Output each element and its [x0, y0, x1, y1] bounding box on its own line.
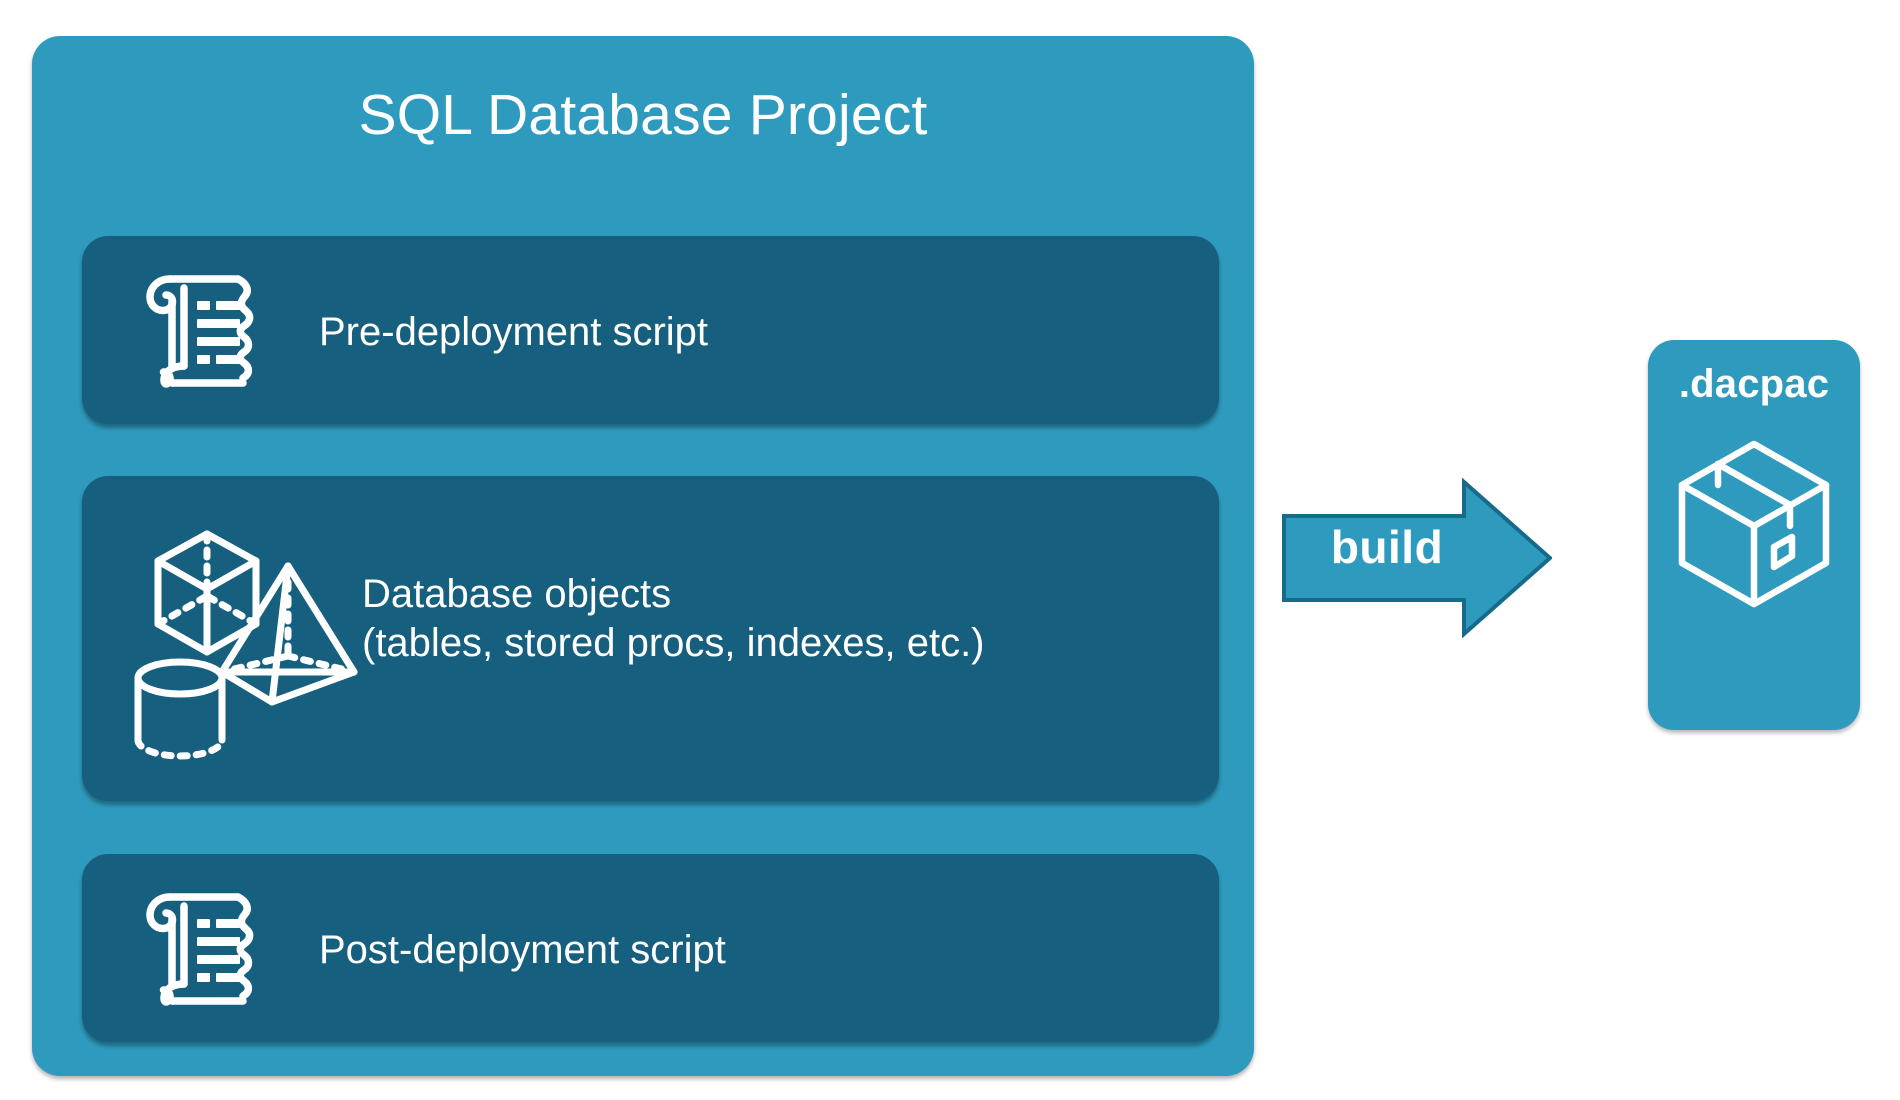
scroll-icon — [140, 888, 264, 1015]
card-database-objects: Database objects (tables, stored procs, … — [82, 476, 1219, 801]
package-box-icon — [1674, 438, 1834, 615]
card-label-pre-deployment: Pre-deployment script — [319, 310, 709, 354]
dacpac-output-card: .dacpac — [1648, 340, 1860, 730]
scroll-icon — [140, 270, 264, 397]
sql-database-project-panel: SQL Database Project — [32, 36, 1254, 1076]
dacpac-title: .dacpac — [1678, 362, 1830, 406]
card-label-post-deployment: Post-deployment script — [319, 928, 726, 972]
build-arrow-icon — [1282, 477, 1554, 639]
card-label-database-objects: Database objects (tables, stored procs, … — [362, 572, 985, 665]
card-post-deployment-script: Post-deployment script — [82, 854, 1219, 1042]
card-pre-deployment-script: Pre-deployment script — [82, 236, 1219, 424]
shapes-cube-pyramid-cylinder-icon — [122, 506, 362, 776]
project-panel-title: SQL Database Project — [358, 83, 928, 147]
